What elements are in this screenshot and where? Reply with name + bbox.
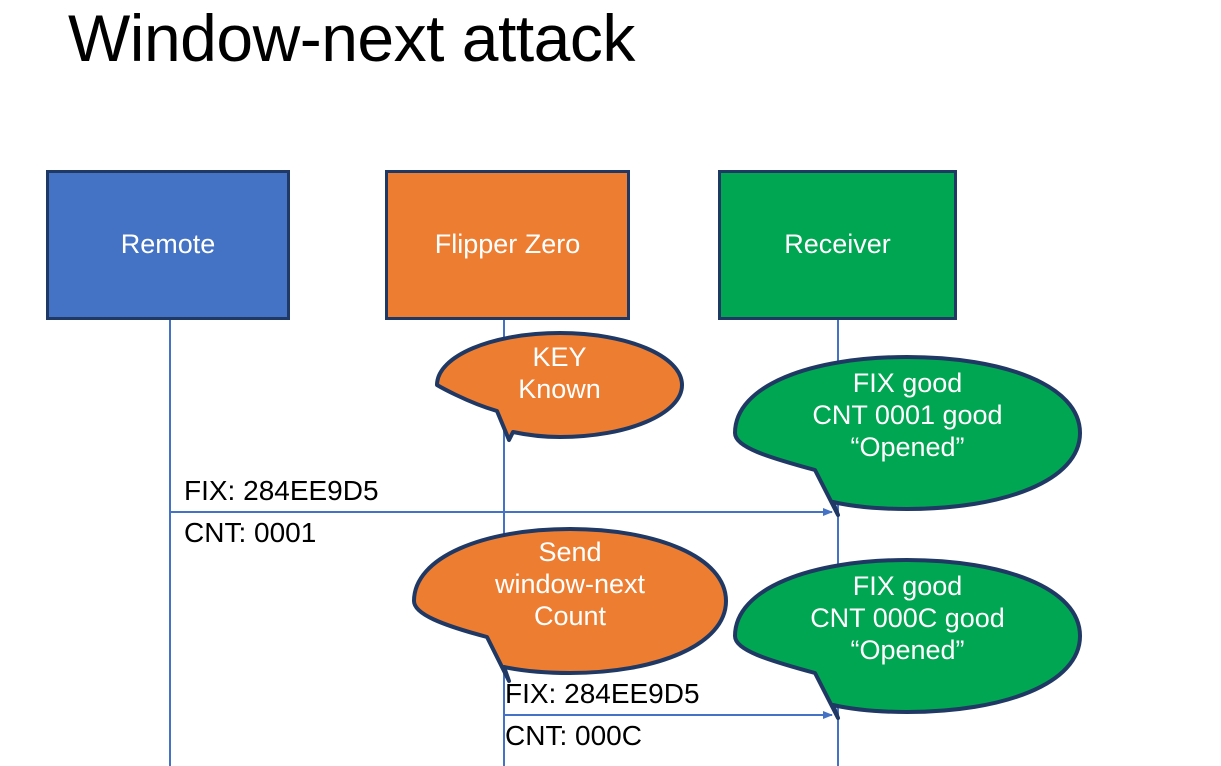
actor-label-remote: Remote (120, 229, 216, 260)
callout-bubble-receiver-ack-1 (733, 355, 1082, 517)
actor-label-flipper: Flipper Zero (434, 229, 581, 260)
actor-box-flipper[interactable]: Flipper Zero (385, 170, 630, 320)
message-1-label-cnt: CNT: 0001 (184, 517, 317, 548)
page-title: Window-next attack (68, 1, 635, 75)
callout-bubble-receiver-ack-2 (733, 558, 1082, 720)
message-1-label-fix: FIX: 284EE9D5 (184, 475, 379, 506)
actor-box-receiver[interactable]: Receiver (718, 170, 957, 320)
actor-label-receiver: Receiver (784, 229, 891, 260)
callout-bubble-send-window-next (412, 527, 728, 683)
actor-box-remote[interactable]: Remote (46, 170, 290, 320)
message-2-label-fix: FIX: 284EE9D5 (505, 678, 700, 709)
callout-bubble-key-known (435, 331, 684, 442)
message-2-label-cnt: CNT: 000C (505, 720, 642, 751)
